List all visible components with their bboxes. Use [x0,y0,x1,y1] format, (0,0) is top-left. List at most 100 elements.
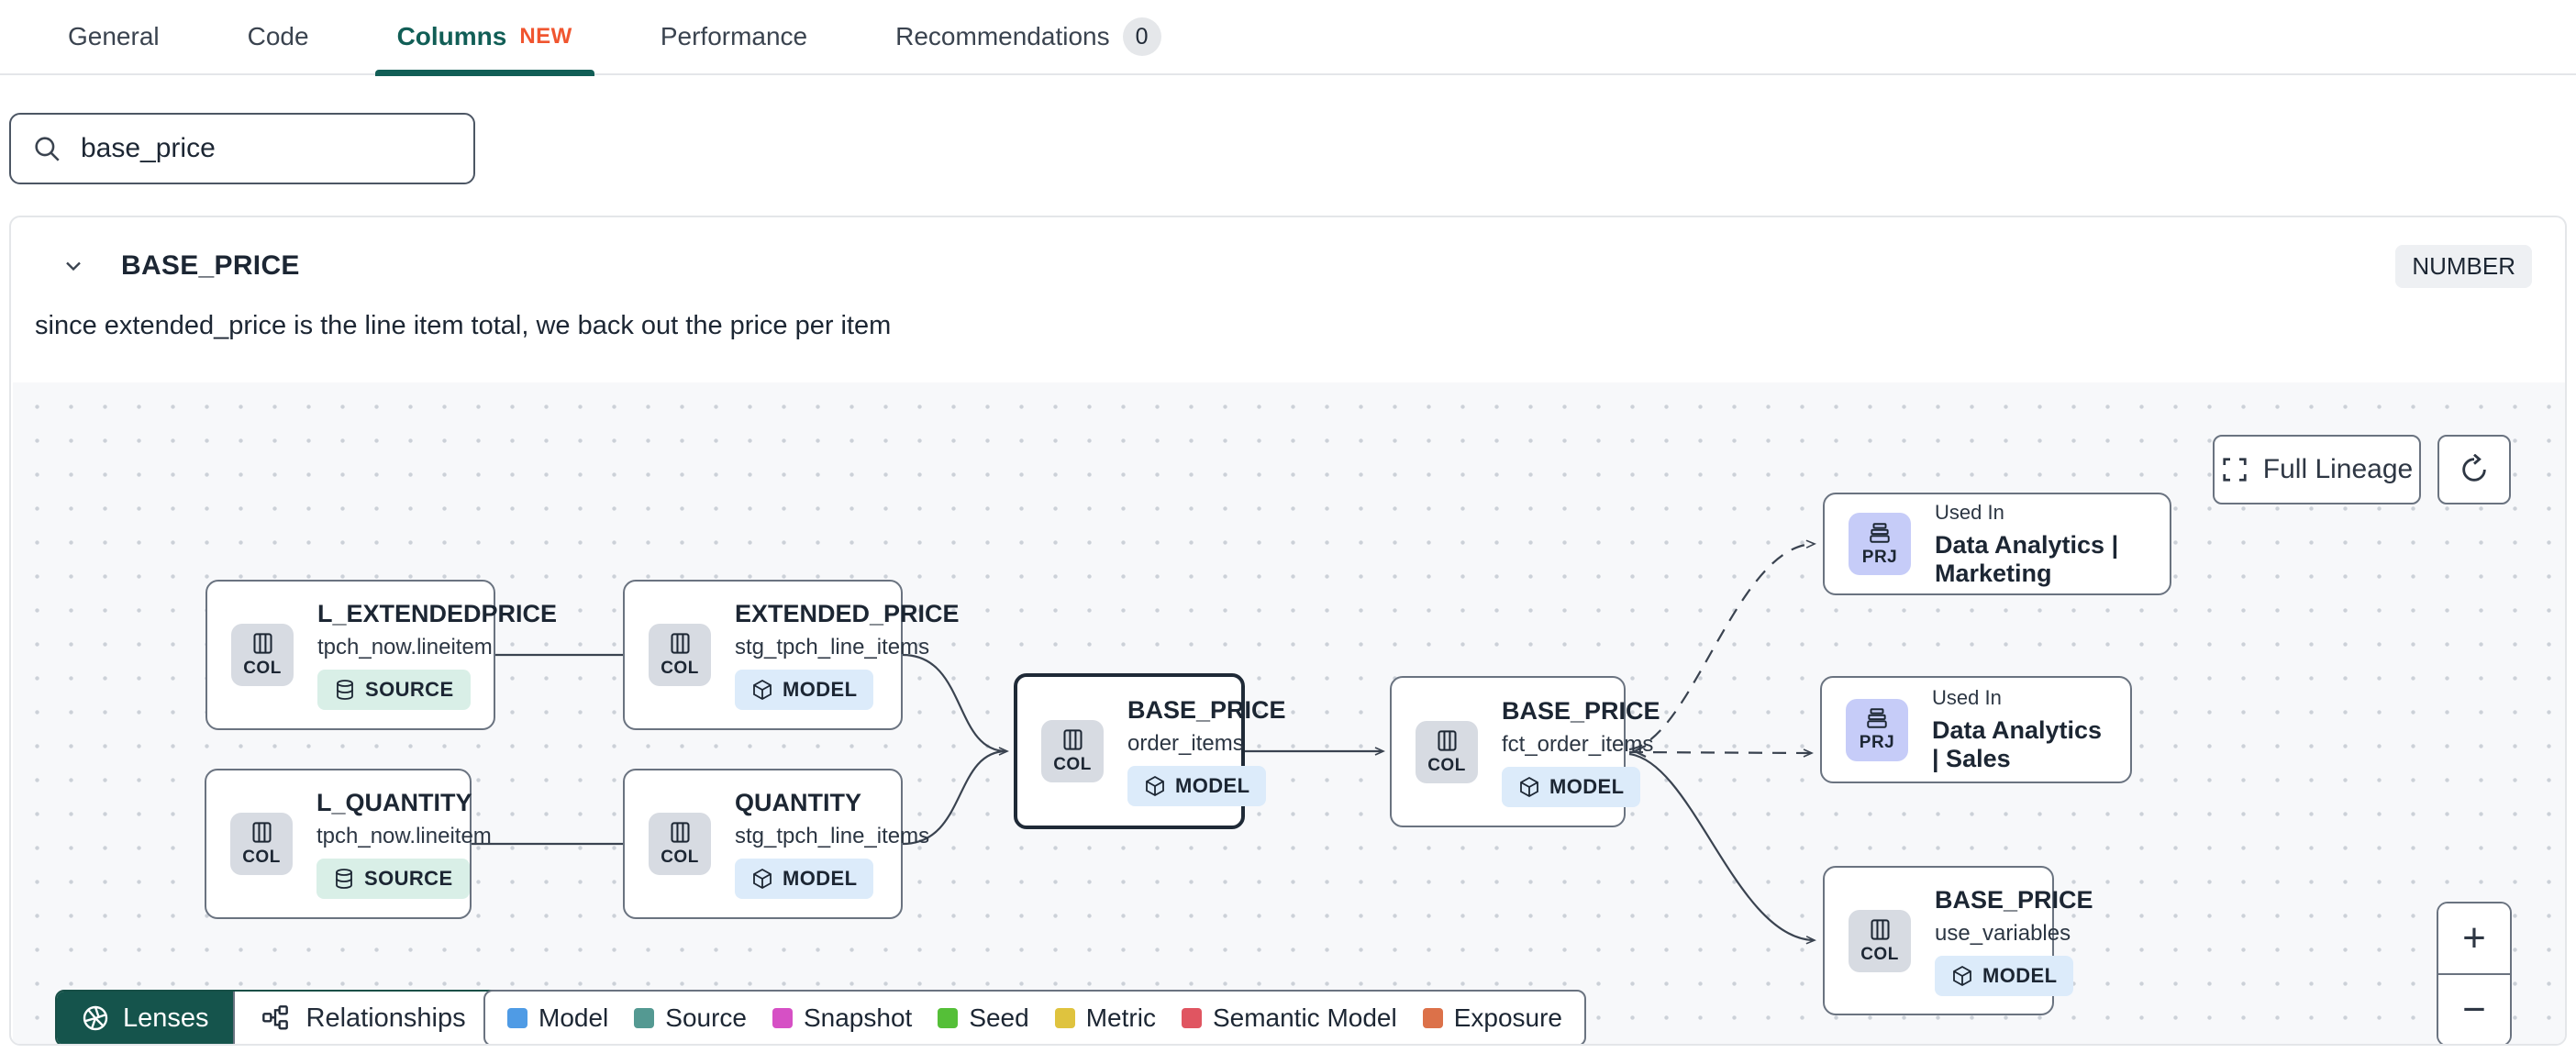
column-type-badge: NUMBER [2395,244,2532,288]
node-title: BASE_PRICE [1502,696,1660,725]
node-subtitle: stg_tpch_line_items [735,635,930,660]
columns-icon [1062,729,1083,750]
legend-swatch [1422,1008,1443,1028]
project-icon [1867,708,1887,728]
node-subtitle: tpch_now.lineitem [316,824,492,848]
node-title: Data Analytics | Marketing [1935,530,2119,587]
source-badge: SOURCE [317,670,471,710]
tab-bar: General Code Columns NEW Performance Rec… [0,0,2576,76]
project-chip: PRJ [1849,513,1911,575]
node-type-legend: Model Source Snapshot Seed Metric Semant… [483,990,1587,1044]
used-in-label: Used In [1935,500,2004,524]
cube-icon [1146,775,1164,797]
legend-swatch [634,1008,655,1028]
column-chip: COL [1849,909,1911,972]
lineage-canvas[interactable]: COL L_EXTENDEDPRICE tpch_now.lineitem SO… [13,382,2565,1044]
columns-icon [670,633,690,654]
recommendations-count-badge: 0 [1122,17,1161,56]
column-chip: COL [230,813,293,875]
node-base-price-fct-order-items[interactable]: COL BASE_PRICE fct_order_items MODEL [1390,676,1660,827]
full-lineage-button[interactable]: Full Lineage [2213,435,2421,504]
node-subtitle: tpch_now.lineitem [317,635,493,660]
node-title: EXTENDED_PRICE [735,600,960,627]
lenses-toolbar: Lenses Relationships [55,990,534,1044]
expand-icon [2223,458,2247,482]
relationships-icon [261,1005,288,1030]
project-icon [1870,522,1890,543]
relationships-dropdown[interactable]: Relationships [232,992,532,1044]
node-subtitle: order_items [1127,731,1244,756]
node-base-price-order-items[interactable]: COL BASE_PRICE order_items MODEL [1014,673,1286,829]
node-title: L_QUANTITY [316,789,472,816]
node-subtitle: use_variables [1935,920,2071,946]
legend-swatch [772,1008,793,1028]
node-used-in-sales[interactable]: PRJ Used In Data Analytics | Sales [1820,676,2132,783]
tab-general[interactable]: General [68,22,160,50]
legend-swatch [1181,1008,1202,1028]
node-used-in-marketing[interactable]: PRJ Used In Data Analytics | Marketing [1823,493,2171,595]
tab-performance[interactable]: Performance [660,22,808,50]
tab-code[interactable]: Code [247,22,309,50]
node-quantity[interactable]: COL QUANTITY stg_tpch_line_items MODEL [623,769,929,919]
model-badge: MODEL [1502,766,1641,807]
model-badge: MODEL [1935,955,2074,996]
node-title: QUANTITY [735,789,861,816]
node-base-price-use-variables[interactable]: COL BASE_PRICE use_variables MODEL [1823,866,2093,1015]
refresh-icon [2462,454,2486,482]
zoom-out-button[interactable]: − [2438,975,2510,1044]
tab-columns[interactable]: Columns NEW [374,0,594,76]
column-card-header: BASE_PRICE NUMBER [11,234,2565,298]
collapse-chevron-icon[interactable] [61,253,86,279]
node-subtitle: fct_order_items [1502,731,1654,757]
model-badge: MODEL [735,670,874,710]
column-chip: COL [649,624,711,686]
zoom-in-button[interactable]: + [2438,903,2510,975]
lineage-edges [472,539,1816,945]
columns-icon [252,633,272,654]
columns-icon [251,822,272,843]
column-chip: COL [649,813,711,875]
node-title: BASE_PRICE [1935,885,2093,914]
legend-item-source: Source [634,1003,747,1033]
cube-icon [753,868,772,890]
lenses-button[interactable]: Lenses [57,992,233,1044]
model-badge: MODEL [1127,766,1267,806]
zoom-controls: + − [2437,902,2512,1044]
node-l-quantity[interactable]: COL L_QUANTITY tpch_now.lineitem SOURCE [205,769,492,919]
model-badge: MODEL [735,859,874,899]
columns-icon [670,822,690,843]
source-badge: SOURCE [316,859,470,899]
cube-icon [1953,965,1971,986]
node-title: Data Analytics | Sales [1932,716,2103,772]
cube-icon [753,679,772,701]
node-l-extendedprice[interactable]: COL L_EXTENDEDPRICE tpch_now.lineitem SO… [205,580,557,730]
node-extended-price[interactable]: COL EXTENDED_PRICE stg_tpch_line_items M… [623,580,960,730]
legend-item-seed: Seed [938,1003,1029,1033]
active-tab-underline [374,70,594,76]
node-title: BASE_PRICE [1127,696,1286,724]
legend-swatch [1054,1008,1075,1028]
new-badge: NEW [519,24,572,49]
project-chip: PRJ [1846,698,1908,761]
cube-icon [1520,776,1538,797]
columns-icon [1870,918,1890,940]
used-in-label: Used In [1932,686,2002,709]
search-icon [31,133,62,164]
search-row [0,77,2576,215]
legend-item-metric: Metric [1054,1003,1156,1033]
tab-recommendations[interactable]: Recommendations 0 [873,0,1183,74]
column-search[interactable] [9,113,475,184]
legend-swatch [507,1008,527,1028]
database-icon [337,680,353,700]
refresh-button[interactable] [2437,435,2511,504]
legend-swatch [938,1008,959,1028]
search-input[interactable] [81,133,453,164]
legend-item-model: Model [507,1003,608,1033]
node-title: L_EXTENDEDPRICE [317,600,558,627]
column-description: since extended_price is the line item to… [35,311,892,340]
column-chip: COL [1416,720,1478,783]
lens-aperture-icon [83,1005,108,1031]
column-card: BASE_PRICE NUMBER since extended_price i… [9,216,2567,1046]
legend-item-exposure: Exposure [1422,1003,1562,1033]
